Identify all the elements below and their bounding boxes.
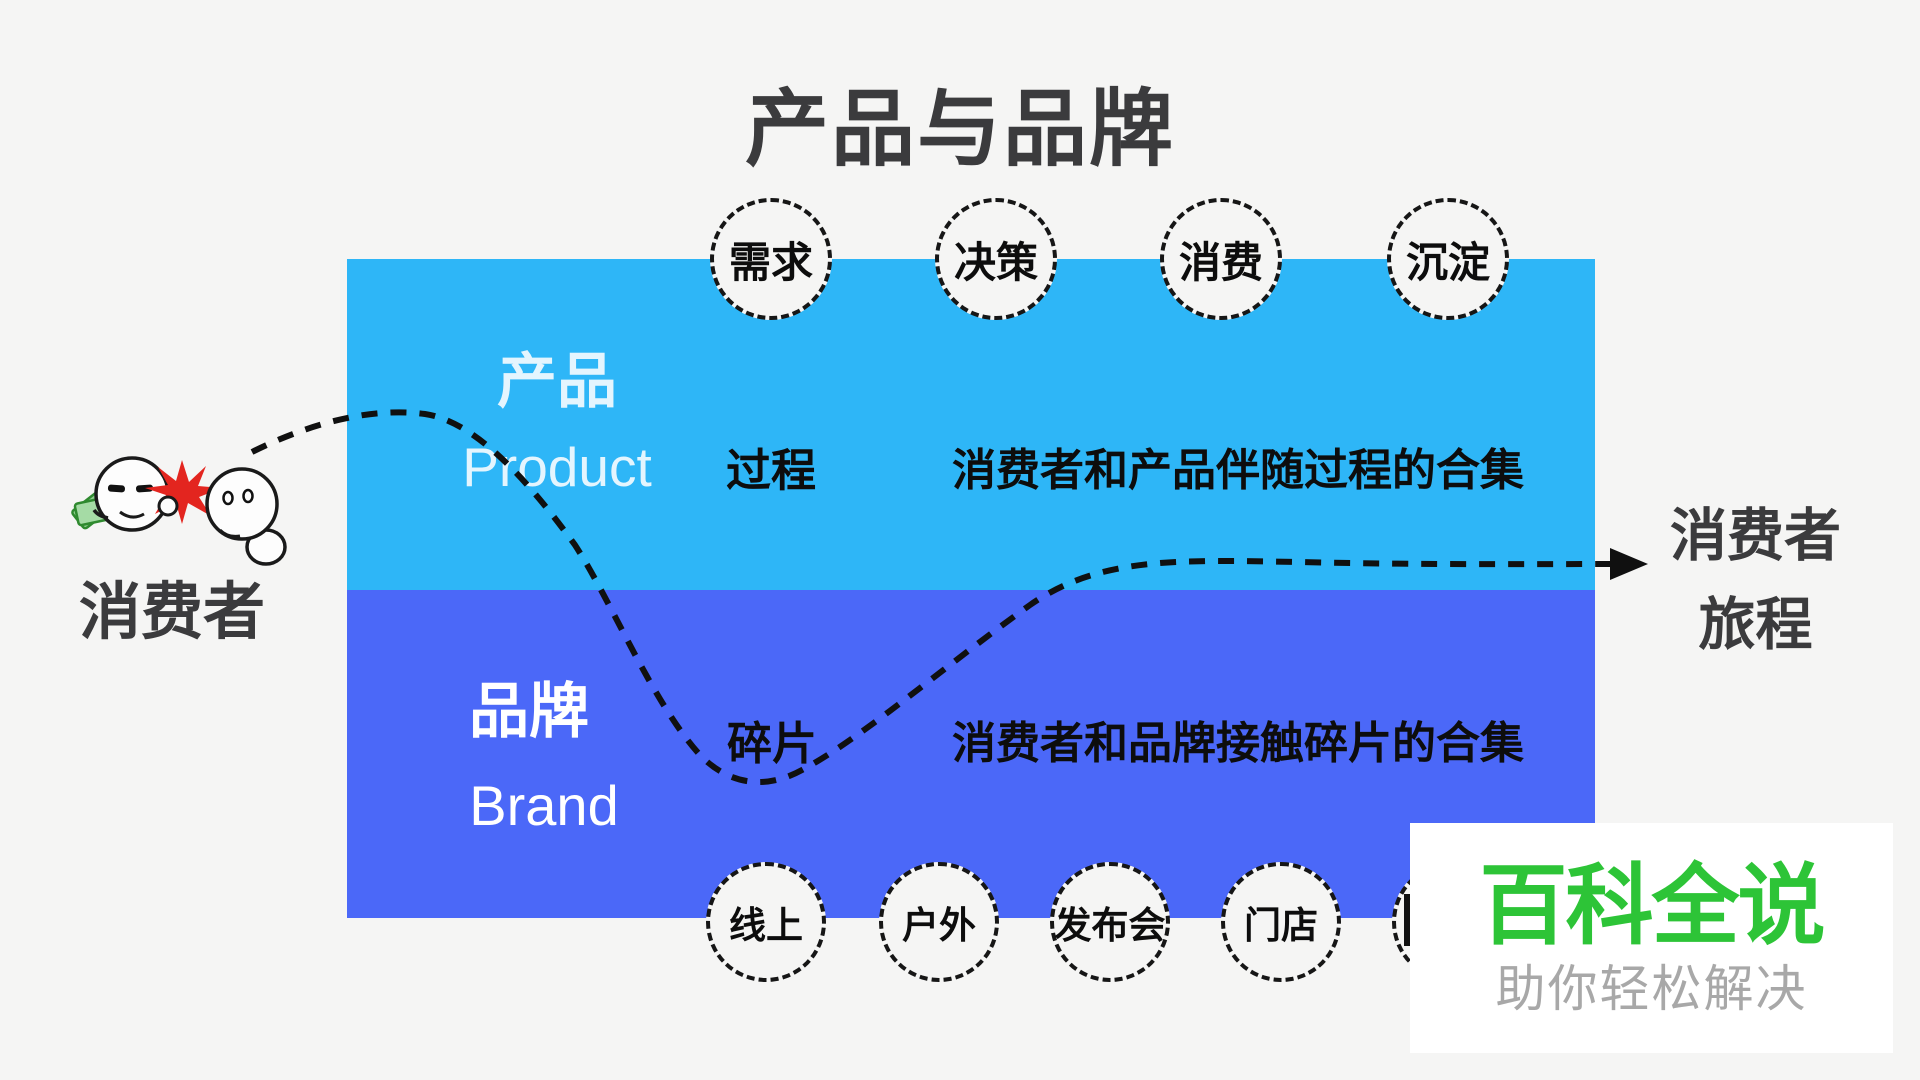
stage-circle-retention: 沉淀 (1387, 198, 1509, 320)
stage-circle-consumption: 消费 (1160, 198, 1282, 320)
stage-label: 需求 (728, 238, 813, 286)
touchpoint-label: 户外 (902, 905, 976, 946)
touchpoint-circle-launch: 发布会 (1050, 862, 1170, 982)
product-label-en: Product (462, 436, 652, 498)
stage-circle-decision: 决策 (935, 198, 1057, 320)
touchpoint-circle-store: 门店 (1221, 862, 1341, 982)
process-row-text: 消费者和产品伴随过程的合集 (952, 446, 1524, 495)
stage-label: 消费 (1178, 238, 1263, 286)
brand-label-en: Brand (469, 774, 619, 837)
right-figure-head (205, 467, 279, 541)
brand-label-cn: 品牌 (469, 678, 589, 745)
stage-circle-demand: 需求 (710, 198, 832, 320)
touchpoint-circle-outdoor: 户外 (879, 862, 999, 982)
partial-character-fragment (1404, 894, 1415, 946)
product-label-cn: 产品 (497, 348, 617, 415)
page-title: 产品与品牌 (744, 82, 1175, 176)
stage-label: 决策 (953, 238, 1038, 286)
touchpoint-label: 线上 (729, 905, 803, 946)
touchpoint-label: 发布会 (1054, 905, 1166, 946)
watermark-title: 百科全说 (1479, 856, 1825, 955)
watermark-subtitle: 助你轻松解决 (1495, 961, 1808, 1017)
stage-label: 沉淀 (1405, 238, 1490, 286)
fragment-row-label: 碎片 (727, 718, 818, 769)
arrowhead-icon (1610, 548, 1648, 580)
process-row-label: 过程 (726, 445, 817, 496)
money-slap-meme-image (71, 456, 287, 566)
touchpoint-label: 门店 (1244, 905, 1318, 946)
consumer-journey-label: 消费者 旅程 (1648, 492, 1863, 670)
touchpoint-circle-online: 线上 (706, 862, 826, 982)
watermark-box: 百科全说 助你轻松解决 (1410, 823, 1893, 1053)
fragment-row-text: 消费者和品牌接触碎片的合集 (952, 719, 1524, 768)
consumer-label: 消费者 (78, 578, 265, 647)
journey-line2: 旅程 (1698, 592, 1813, 657)
journey-line1: 消费者 (1670, 504, 1841, 568)
